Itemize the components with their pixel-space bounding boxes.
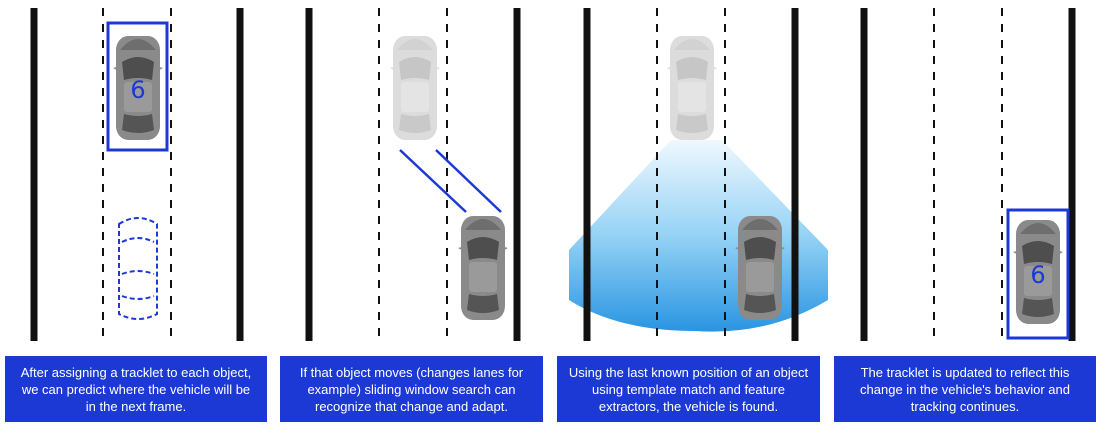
caption-panel-3: Using the last known position of an obje… — [557, 356, 820, 422]
previous-car-ghost-icon — [667, 36, 717, 140]
car-icon — [458, 216, 508, 320]
tracklet-box — [106, 21, 169, 152]
search-cone — [569, 140, 828, 332]
panel-2 — [305, 8, 521, 341]
search-path-line — [435, 149, 502, 213]
caption-panel-2: If that object moves (changes lanes for … — [280, 356, 543, 422]
panel-4: 6 — [860, 8, 1076, 341]
panel-1: 6 — [30, 8, 244, 341]
caption-panel-1: After assigning a tracklet to each objec… — [5, 356, 267, 422]
tracklet-label: 6 — [130, 76, 145, 104]
car-icon — [735, 216, 785, 320]
panel-3 — [569, 8, 828, 341]
predicted-car-outline-icon — [118, 217, 158, 320]
tracklet-label: 6 — [1030, 261, 1045, 289]
tracklet-box — [1006, 208, 1070, 340]
caption-panel-4: The tracklet is updated to reflect this … — [834, 356, 1096, 422]
previous-car-ghost-icon — [390, 36, 440, 140]
search-path-line — [399, 149, 467, 213]
